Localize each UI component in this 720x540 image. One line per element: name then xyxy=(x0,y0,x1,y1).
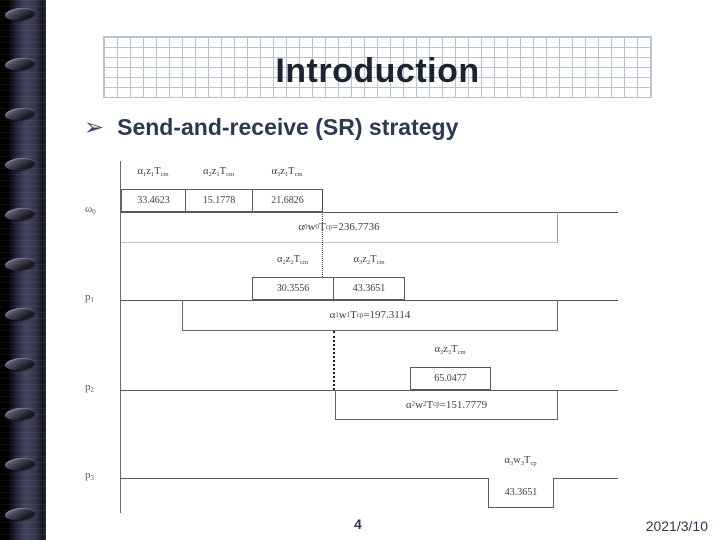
comm-box: 30.3556 xyxy=(252,277,334,300)
row-label-w0: ω0 xyxy=(85,203,96,217)
dotted-projection-line xyxy=(322,189,323,277)
comm-label: α2z2Tcm xyxy=(276,254,309,266)
comp-label-p3: α3w3Tcp xyxy=(504,455,537,467)
comm-label: α3z1Tcm xyxy=(271,166,303,178)
dotted-projection-line xyxy=(333,331,335,390)
comm-label: α3z3Tcm xyxy=(434,344,466,356)
slide-title: Introduction xyxy=(275,51,480,90)
row-label-p3: p3 xyxy=(85,469,94,483)
bullet-heading: ➢ Send-and-receive (SR) strategy xyxy=(84,114,458,141)
title-band: Introduction xyxy=(103,36,652,98)
slide-date: 2021/3/10 xyxy=(645,518,708,534)
timeline-w0 xyxy=(120,212,618,213)
comm-box: 15.1778 xyxy=(185,189,253,212)
page-number: 4 xyxy=(354,516,362,532)
timeline-p2 xyxy=(120,390,618,391)
timeline-p3 xyxy=(120,478,618,479)
arrow-bullet-icon: ➢ xyxy=(84,113,105,141)
comm-label: α2z1Tcm xyxy=(202,166,235,178)
row-label-p1: p1 xyxy=(85,291,94,305)
notebook-spine xyxy=(0,0,46,540)
comm-label: α1z1Tcm xyxy=(137,166,169,178)
comm-box: 21.6826 xyxy=(252,189,323,212)
comp-box-p3: 43.3651 xyxy=(488,478,554,508)
time-axis-vertical xyxy=(120,161,121,513)
bullet-heading-text: Send-and-receive (SR) strategy xyxy=(117,114,459,140)
comm-box: 33.4623 xyxy=(121,189,186,212)
comm-box: 65.0477 xyxy=(410,367,491,390)
comm-label: α3z2Tcm xyxy=(353,254,385,266)
comm-box: 43.3651 xyxy=(333,277,405,300)
row-label-p2: p2 xyxy=(85,381,94,395)
timeline-p1 xyxy=(120,300,618,301)
